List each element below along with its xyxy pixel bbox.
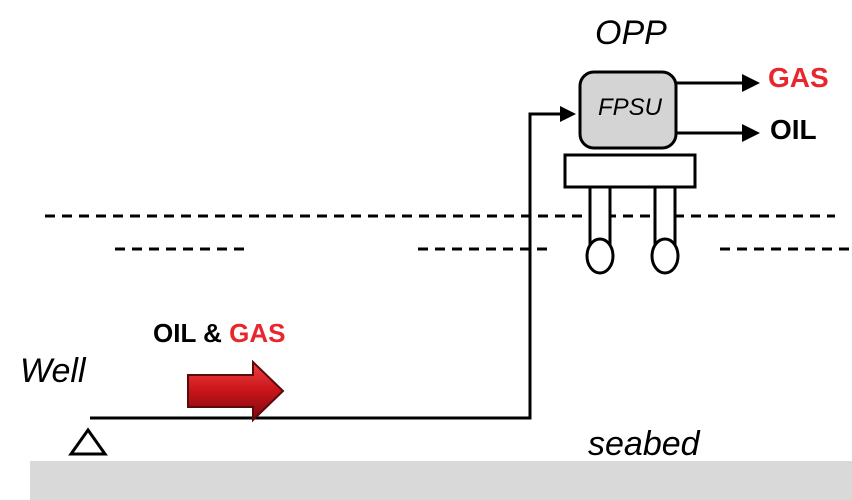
fpsu-box [578,70,678,150]
flow-label-oil: OIL & [153,318,222,348]
seabed-band [30,461,852,500]
opp-label: OPP [595,14,667,52]
flow-label: OIL & GAS [153,318,285,349]
well-label: Well [20,352,86,390]
seabed-label: seabed [588,425,700,463]
gas-output-arrowhead [742,74,760,92]
platform-deck [563,153,697,189]
fpsu-label: FPSU [598,94,663,121]
oil-output-label: OIL [770,114,817,145]
flow-direction-arrow [187,359,285,423]
pipeline [90,112,562,420]
flow-label-gas: GAS [229,318,286,348]
pipeline-arrowhead [560,106,576,122]
oil-output-arrowhead [742,124,760,142]
pontoon-left [585,237,615,275]
well-triangle [68,427,108,456]
gas-output-label: GAS [768,62,829,93]
pontoon-right [650,237,680,275]
